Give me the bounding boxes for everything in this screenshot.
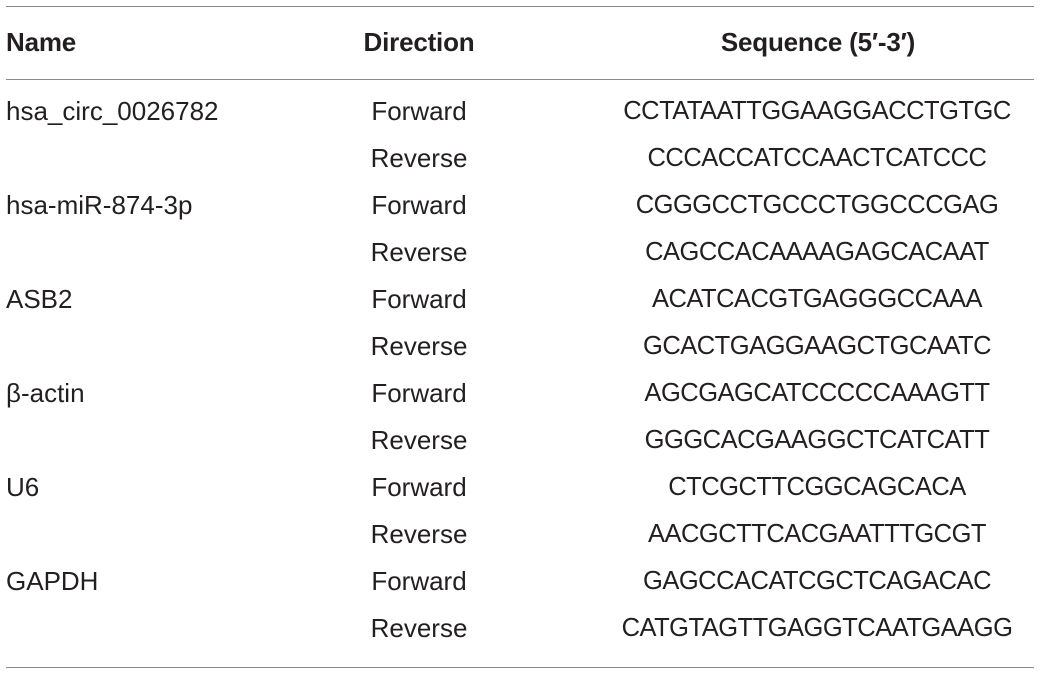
table-row: Reverse AACGCTTCACGAATTTGCGT [0, 511, 1040, 558]
gene-name: hsa_circ_0026782 [6, 96, 219, 126]
primer-sequence: CAGCCACAAAAGAGCACAAT [645, 238, 989, 266]
primer-sequence: ACATCACGTGAGGGCCAAA [651, 285, 983, 313]
table-row: U6 Forward CTCGCTTCGGCAGCACA [0, 464, 1040, 511]
table-header-rule [6, 79, 1034, 80]
primer-direction: Forward [371, 96, 467, 126]
primer-direction: Reverse [370, 331, 468, 361]
primer-direction: Reverse [370, 519, 468, 549]
primer-sequence: CCTATAATTGGAAGGACCTGTGC [623, 97, 1011, 125]
primer-sequence: CCCACCATCCAACTCATCCC [647, 144, 987, 172]
table-row: β-actin Forward AGCGAGCATCCCCCAAAGTT [0, 370, 1040, 417]
table-row: GAPDH Forward GAGCCACATCGCTCAGACAC [0, 558, 1040, 605]
table-row: Reverse CATGTAGTTGAGGTCAATGAAGG [0, 605, 1040, 652]
primer-sequence: GGGCACGAAGGCTCATCATT [644, 426, 990, 454]
primer-sequence: AGCGAGCATCCCCCAAAGTT [644, 379, 990, 407]
header-sequence: Sequence (5′-3′) [720, 27, 916, 57]
table-row: Reverse GGGCACGAAGGCTCATCATT [0, 417, 1040, 464]
primer-sequence: GCACTGAGGAAGCTGCAATC [643, 332, 991, 360]
primer-sequence: GAGCCACATCGCTCAGACAC [643, 567, 991, 595]
gene-name: hsa-miR-874-3p [6, 190, 193, 220]
header-name: Name [6, 27, 77, 57]
primer-sequence: CATGTAGTTGAGGTCAATGAAGG [621, 614, 1013, 642]
gene-name: ASB2 [6, 284, 73, 314]
table-row: hsa-miR-874-3p Forward CGGGCCTGCCCTGGCCC… [0, 182, 1040, 229]
table-header-row: Name Direction Sequence (5′-3′) [0, 24, 1040, 60]
header-direction: Direction [363, 27, 475, 57]
primer-direction: Reverse [370, 613, 468, 643]
gene-name: GAPDH [6, 566, 99, 596]
primer-sequence: CTCGCTTCGGCAGCACA [668, 473, 966, 501]
table-row: Reverse CAGCCACAAAAGAGCACAAT [0, 229, 1040, 276]
primer-direction: Forward [371, 378, 467, 408]
primer-direction: Forward [371, 566, 467, 596]
table-row: Reverse GCACTGAGGAAGCTGCAATC [0, 323, 1040, 370]
table-row: hsa_circ_0026782 Forward CCTATAATTGGAAGG… [0, 88, 1040, 135]
primer-sequence: AACGCTTCACGAATTTGCGT [647, 520, 987, 548]
primer-direction: Forward [371, 190, 467, 220]
primer-direction: Forward [371, 472, 467, 502]
primer-direction: Reverse [370, 425, 468, 455]
primer-direction: Reverse [370, 143, 468, 173]
table-row: Reverse CCCACCATCCAACTCATCCC [0, 135, 1040, 182]
gene-name: U6 [6, 472, 40, 502]
table-top-rule [6, 6, 1034, 7]
primer-direction: Forward [371, 284, 467, 314]
primer-direction: Reverse [370, 237, 468, 267]
primer-sequence: CGGGCCTGCCCTGGCCCGAG [635, 191, 999, 219]
table-bottom-rule [6, 667, 1034, 668]
gene-name: β-actin [6, 378, 85, 408]
table-row: ASB2 Forward ACATCACGTGAGGGCCAAA [0, 276, 1040, 323]
